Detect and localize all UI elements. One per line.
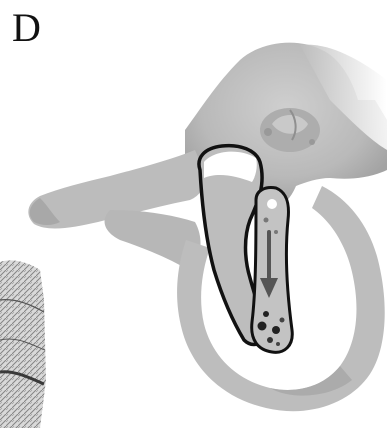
inner-channel: [252, 188, 293, 353]
tissue-texture: [0, 260, 46, 428]
panel-label: D: [12, 4, 41, 52]
